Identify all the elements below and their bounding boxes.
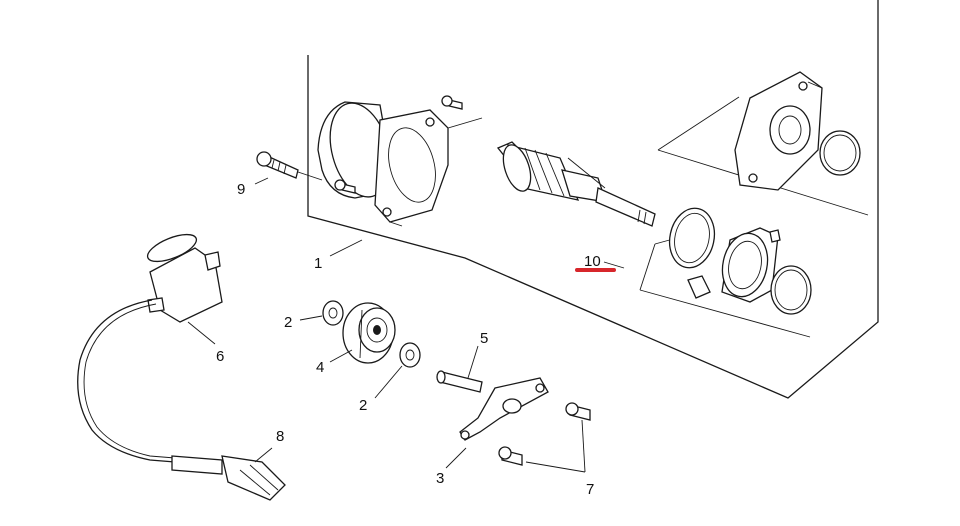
washer-upper xyxy=(322,300,344,326)
relay-wire-inner xyxy=(83,303,176,459)
screw-upper xyxy=(565,402,591,421)
callout-5: 5 xyxy=(480,330,488,347)
through-bolt xyxy=(256,151,323,181)
gear-shaft xyxy=(436,370,483,393)
callout-8: 8 xyxy=(276,428,284,445)
starter-relay xyxy=(146,233,223,323)
callout-10: 10 xyxy=(584,253,601,270)
leader-lines xyxy=(187,177,625,473)
callout-2-lower: 2 xyxy=(359,397,367,414)
rear-bracket xyxy=(734,71,823,191)
starter-motor-housing xyxy=(317,95,483,227)
terminal-connector xyxy=(171,455,286,501)
screw-lower xyxy=(498,446,523,466)
o-ring-rear xyxy=(819,130,861,176)
callout-7: 7 xyxy=(586,481,594,498)
clutch-plate xyxy=(459,377,549,441)
callout-4: 4 xyxy=(316,359,324,376)
washer-lower xyxy=(399,342,421,368)
relay-wire xyxy=(77,299,176,463)
starter-idle-gear xyxy=(342,302,396,364)
callout-1: 1 xyxy=(314,255,322,272)
callout-3: 3 xyxy=(436,470,444,487)
armature xyxy=(496,141,656,227)
callout-6: 6 xyxy=(216,348,224,365)
callout-9: 9 xyxy=(237,181,245,198)
callout-2-upper: 2 xyxy=(284,314,292,331)
brush-holder-set xyxy=(668,207,812,315)
